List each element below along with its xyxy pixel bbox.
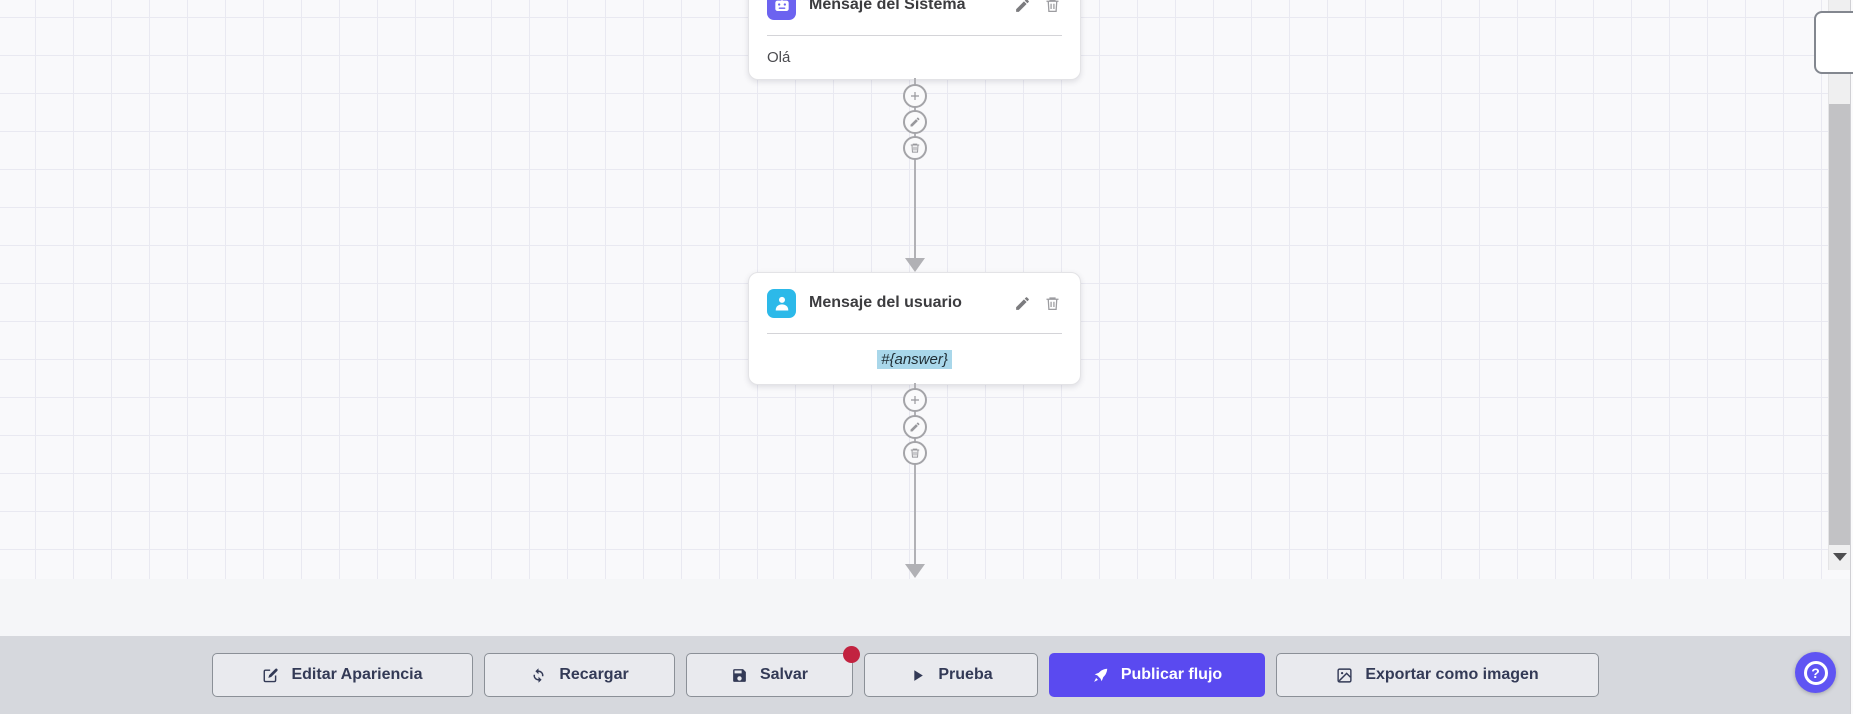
save-button[interactable]: Salvar [686,646,860,697]
node-divider [767,333,1062,334]
add-step-plus-icon[interactable] [903,388,927,412]
export-image-label: Exportar como imagen [1365,666,1539,683]
edge-arrowhead-icon [905,564,925,578]
delete-connection-trash-icon[interactable] [903,441,927,465]
refresh-icon [533,667,544,683]
node-header: Mensaje del Sistema [749,0,1080,35]
save-label: Salvar [759,666,809,683]
node-title: Mensaje del Sistema [809,0,966,13]
canvas-footer-strip [0,579,1853,636]
clipped-side-panel [1814,11,1853,74]
delete-connection-trash-icon[interactable] [903,136,927,160]
node-divider [767,35,1062,36]
edge-arrowhead-icon [905,258,925,272]
edge-line [914,78,916,260]
edit-appearance-button[interactable]: Editar Apariencia [212,653,473,697]
add-step-plus-icon[interactable] [903,84,927,108]
robot-icon [767,0,796,20]
chevron-down-icon [1833,553,1847,561]
scrollbar-down-button[interactable] [1829,546,1851,568]
flow-canvas[interactable]: Mensaje del Sistema Olá [0,0,1853,579]
scrollbar-thumb[interactable] [1829,104,1851,545]
question-mark-icon: ? [1803,660,1828,685]
edit-node-pencil-icon[interactable] [1014,294,1032,312]
node-actions [1014,294,1062,312]
node-header: Mensaje del usuario [749,273,1080,333]
vertical-scrollbar[interactable] [1828,0,1851,570]
rocket-icon [1093,668,1108,682]
node-title: Mensaje del usuario [809,294,962,311]
help-button[interactable]: ? [1795,652,1836,693]
edit-connection-pencil-icon[interactable] [903,415,927,439]
unsaved-changes-badge [843,646,860,663]
edit-appearance-icon [264,668,279,682]
user-icon [767,288,796,318]
delete-node-trash-icon[interactable] [1044,294,1062,312]
publish-flow-button[interactable]: Publicar flujo [1049,653,1265,697]
image-icon [1337,667,1352,683]
node-body: #{answer} [749,334,1080,385]
edit-connection-pencil-icon[interactable] [903,110,927,134]
play-icon [914,669,924,681]
edit-appearance-label: Editar Apariencia [291,666,423,683]
edge-line [914,383,916,566]
bottom-toolbar: Editar Apariencia Recargar Salvar Prueba… [0,636,1853,714]
publish-flow-label: Publicar flujo [1120,666,1223,683]
test-button[interactable]: Prueba [864,653,1038,697]
node-body: Olá [767,49,791,66]
reload-label: Recargar [559,666,629,683]
save-floppy-icon [733,668,746,682]
delete-node-trash-icon[interactable] [1044,0,1062,14]
answer-variable-chip[interactable]: #{answer} [877,350,952,369]
node-actions [1014,0,1062,14]
export-image-button[interactable]: Exportar como imagen [1276,653,1599,697]
edit-node-pencil-icon[interactable] [1014,0,1032,14]
test-label: Prueba [938,666,993,683]
reload-button[interactable]: Recargar [484,653,675,697]
window-right-edge [1850,0,1853,714]
node-card-system-message[interactable]: Mensaje del Sistema Olá [748,0,1081,80]
node-card-user-message[interactable]: Mensaje del usuario #{answer} [748,272,1081,385]
